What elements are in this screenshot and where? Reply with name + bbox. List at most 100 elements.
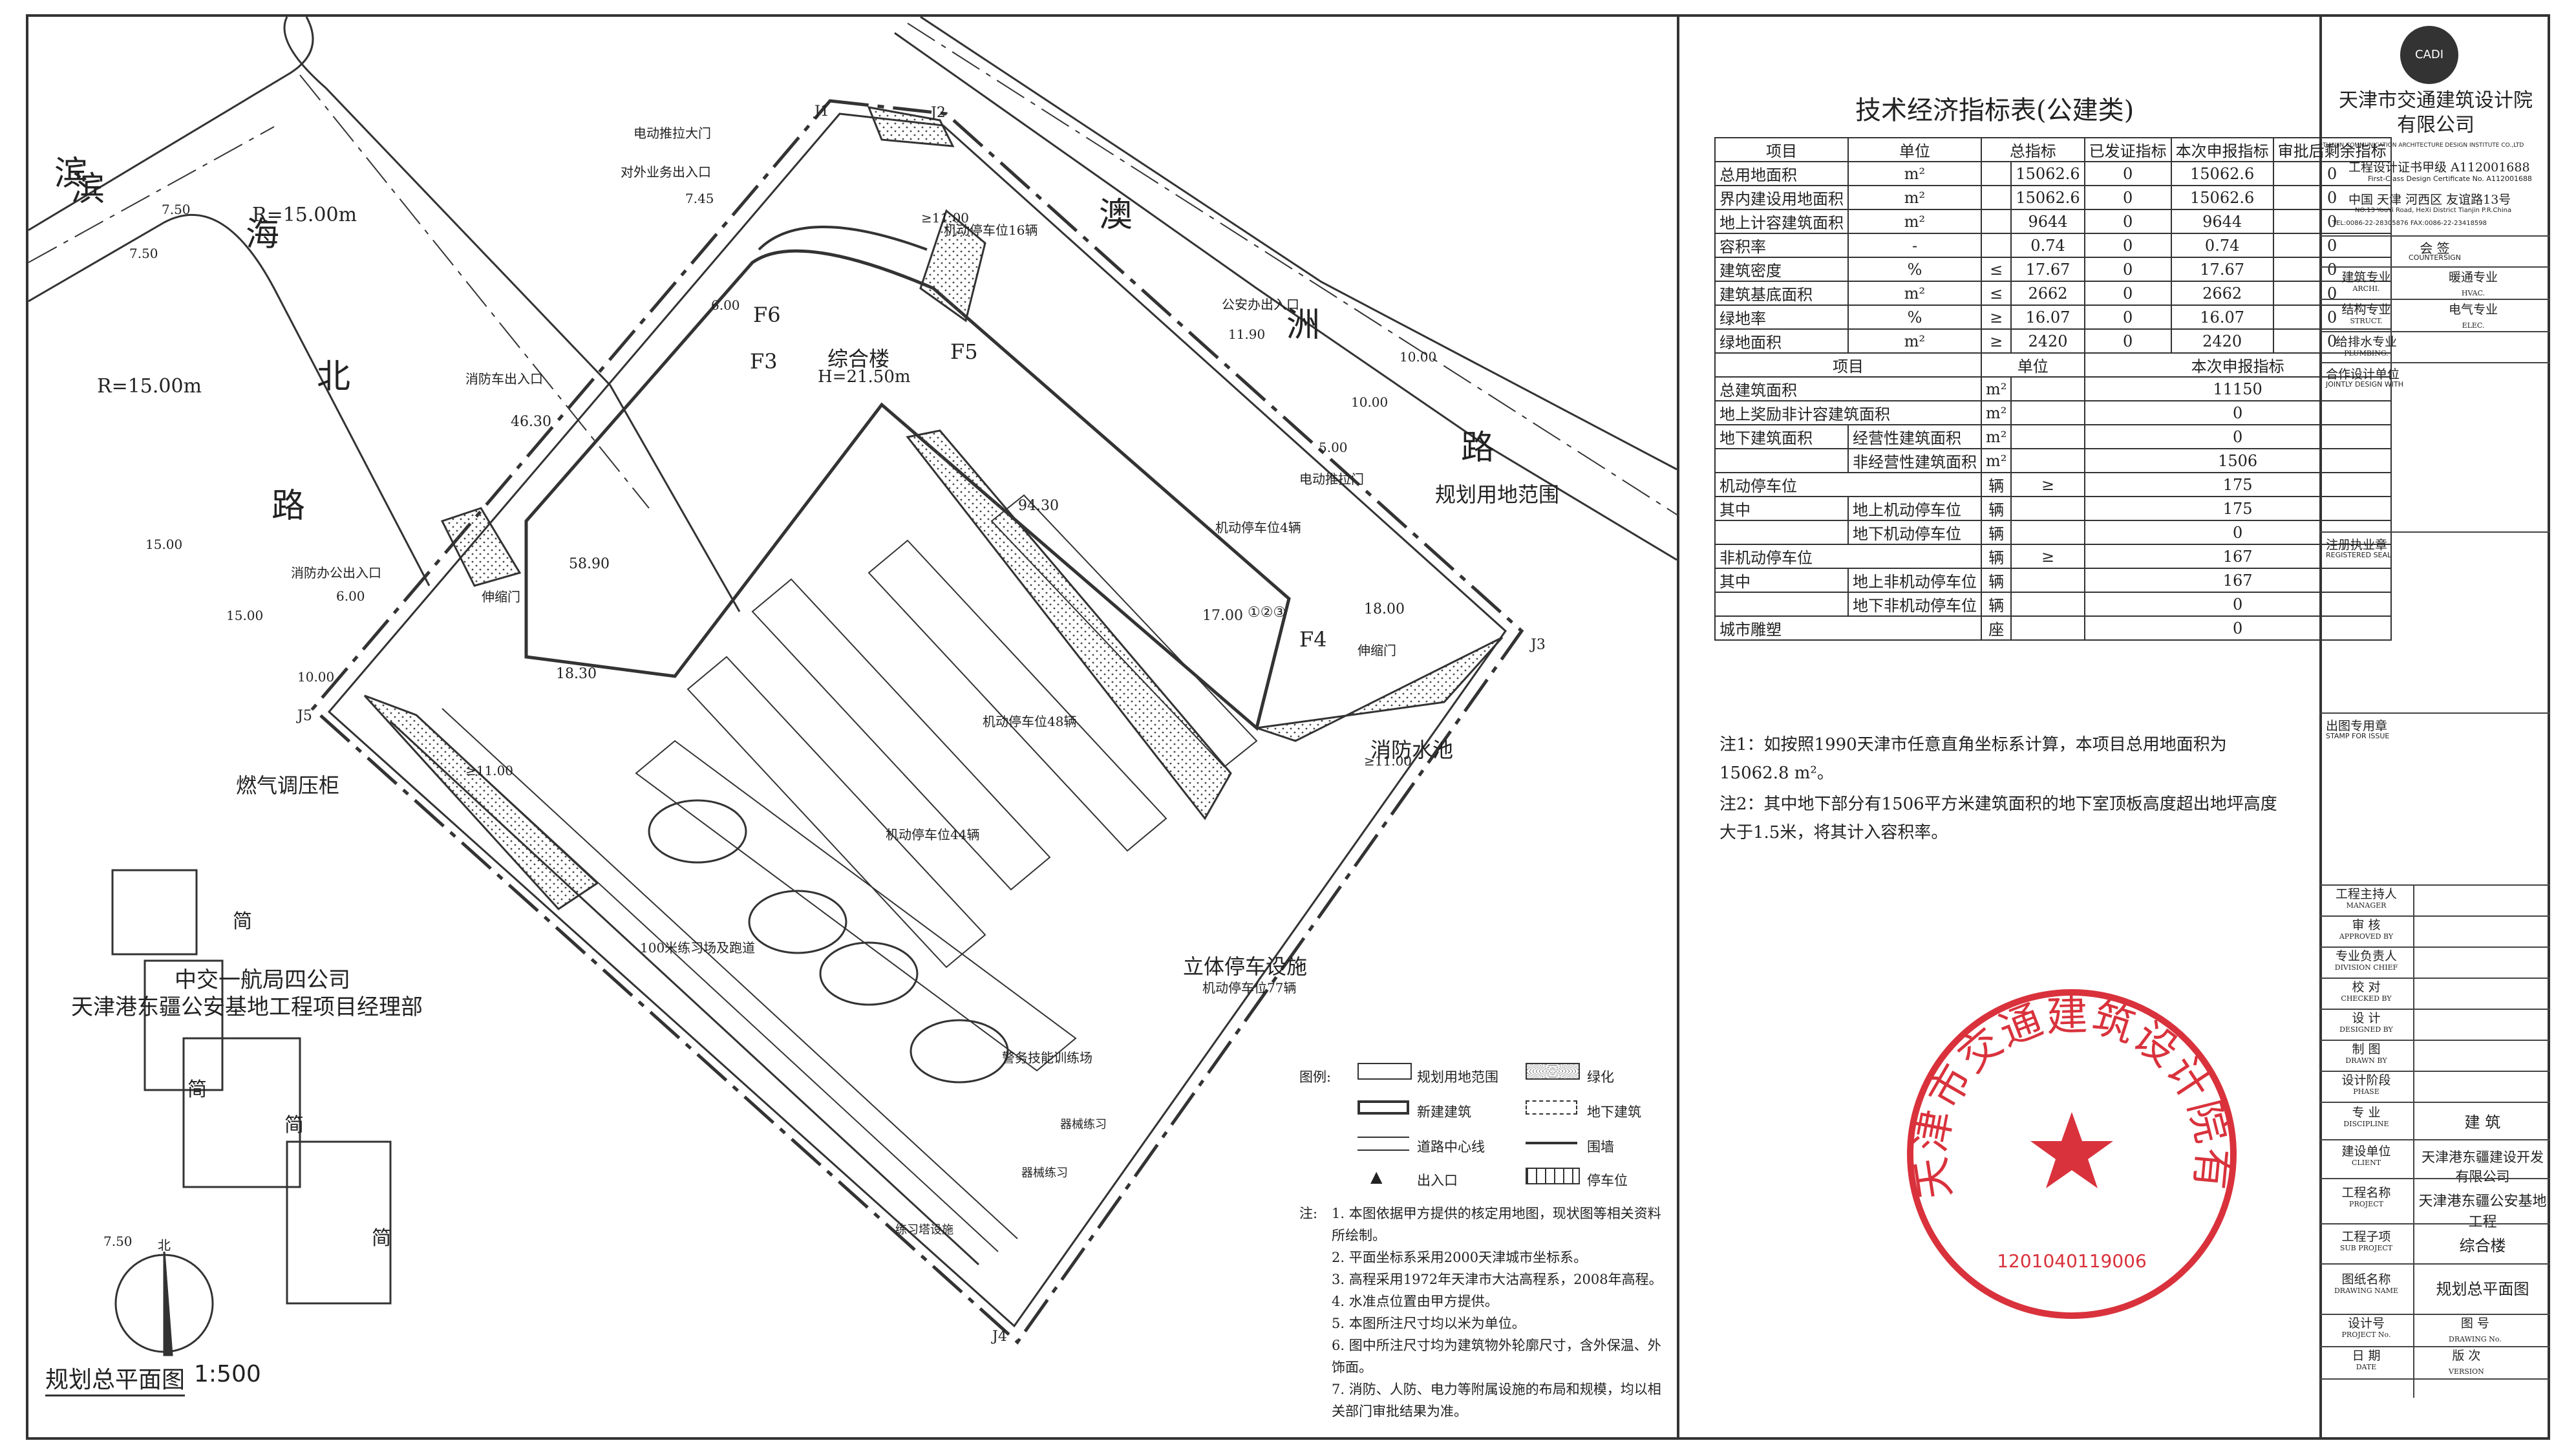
label-j1: J1 (814, 103, 829, 120)
tb-joint: 合作设计单位 (2326, 367, 2400, 381)
neighbor-name-1: 中交一航局四公司 (175, 967, 350, 993)
simple-2: 简 (187, 1078, 207, 1101)
plan-note-5: 5. 本图所注尺寸均以米为单位。 (1332, 1316, 1526, 1331)
legend-item-green: 绿化 (1587, 1069, 1614, 1085)
legend-item-parking: 停车位 (1587, 1173, 1628, 1188)
dim-d6: 10.00 (1400, 349, 1437, 365)
label-gate-electric-2: 电动推拉门 (1299, 471, 1364, 487)
legend-item-entry: 出入口 (1417, 1173, 1458, 1188)
green-1 (919, 209, 986, 323)
road-edge-5 (894, 32, 1677, 561)
label-f5: F5 (950, 339, 978, 364)
label-circles: ①②③ (1248, 604, 1286, 621)
building-height: H=21.50m (818, 367, 911, 387)
tech-note-1: 注1：如按照1990天津市任意直角坐标系计算，本项目总用地面积为15062.8 … (1719, 735, 2227, 783)
legend-item-underground: 地下建筑 (1587, 1104, 1641, 1120)
neighbor-name-2: 天津港东疆公安基地工程项目经理部 (71, 994, 423, 1020)
tech-note-2: 注2：其中地下部分有1506平方米建筑面积的地下室顶板高度超出地坪高度大于1.5… (1719, 795, 2277, 842)
label-police-entry: 公安办出入口 (1222, 297, 1299, 312)
title-block: CADI 天津市交通建筑设计院有限公司 TIANJIN COMMUNICATIO… (2319, 14, 2550, 1440)
label-parking-16: 机动停车位16辆 (944, 222, 1038, 238)
label-police-train: 警务技能训练场 (1002, 1050, 1092, 1065)
tech-table-header: 项目 单位 总指标 已发证指标 本次申报指标 审批后剩余指标 (1714, 137, 2392, 162)
divider-plan (1677, 14, 1679, 1440)
tech-table-title: 技术经济指标表(公建类) (1855, 96, 2134, 125)
label-f3: F3 (750, 349, 778, 374)
tel: TEL:0086-22-28305876 FAX:0086-22-2341859… (2332, 220, 2487, 227)
dim-d14: 17.00 (1202, 608, 1243, 624)
tb-stamp-en: STAMP FOR ISSUE (2326, 732, 2390, 740)
legend-swatch-entry: ▲ (1370, 1168, 1383, 1186)
radius-2: R=15.00m (97, 375, 202, 398)
road-center-1 (28, 126, 275, 263)
label-equipment-1: 器械练习 (1060, 1118, 1107, 1131)
dim-d21: 6.00 (336, 588, 365, 604)
dim-d17: ≥11.00 (921, 210, 970, 226)
label-office-entry: 对外业务出入口 (621, 164, 711, 180)
legend-item-wall: 围墙 (1587, 1139, 1614, 1155)
address-en: NO.13 YouYi Road, HeXi District Tianjin … (2355, 207, 2512, 214)
company-seal: 天津市交通建筑设计院有限公司 1201040119006 (1900, 983, 2237, 1319)
road-char-1: 滨 (71, 170, 105, 209)
cert-en: First-Class Design Certificate No. A1120… (2368, 175, 2532, 183)
label-track: 100米练习场及跑道 (640, 940, 756, 956)
plan-note-2: 2. 平面坐标系采用2000天津城市坐标系。 (1332, 1250, 1588, 1265)
label-gas: 燃气调压柜 (236, 773, 340, 798)
road-char-3: 北 (317, 358, 351, 396)
road-edge-1 (28, 17, 314, 231)
label-j5: J5 (297, 708, 312, 724)
scale-title: 规划总平面图 (45, 1361, 186, 1396)
label-parking-44: 机动停车位44辆 (886, 827, 980, 842)
building-arc (758, 226, 928, 251)
legend-swatch-wall (1526, 1142, 1577, 1144)
dim-d13: 18.30 (556, 666, 597, 682)
dim-d5: 10.00 (297, 669, 335, 685)
dim-d1: 7.50 (103, 1234, 133, 1249)
dim-d11: 58.90 (569, 556, 610, 572)
scale-value: 1:500 (194, 1361, 261, 1387)
tb-joint-en: JOINTLY DESIGN WITH (2326, 380, 2403, 389)
plan-note-7: 7. 消防、人防、电力等附属设施的布局和规模，均以相关部门审批结果为准。 (1332, 1382, 1661, 1419)
cadi-logo: CADI (2400, 26, 2458, 84)
dim-d19: ≥11.00 (465, 763, 514, 778)
radius-1: R=15.00m (252, 204, 357, 226)
dim-d1b: 7.50 (129, 246, 158, 261)
tech-table-header-2: 项目 单位 本次申报指标 (1714, 352, 2392, 378)
label-parking-4: 机动停车位4辆 (1215, 520, 1301, 535)
countersign-en: COUNTERSIGN (2409, 253, 2461, 262)
tb-client-val: 天津港东疆建设开发有限公司 (2422, 1149, 2544, 1184)
label-f6: F6 (753, 303, 781, 327)
dim-d2: 7.50 (162, 202, 191, 217)
company-name-en: TIANJIN COMMUNICATION ARCHITECTURE DESIG… (2323, 142, 2524, 149)
road-char-2: 海 (246, 215, 280, 254)
label-stretch-1: 伸缩门 (482, 589, 520, 604)
countersign: 会 签 (2420, 241, 2450, 256)
main-building (524, 249, 1291, 731)
cert: 工程设计证书甲级 A112001688 (2348, 160, 2530, 175)
legend-swatch-road (1357, 1137, 1409, 1151)
